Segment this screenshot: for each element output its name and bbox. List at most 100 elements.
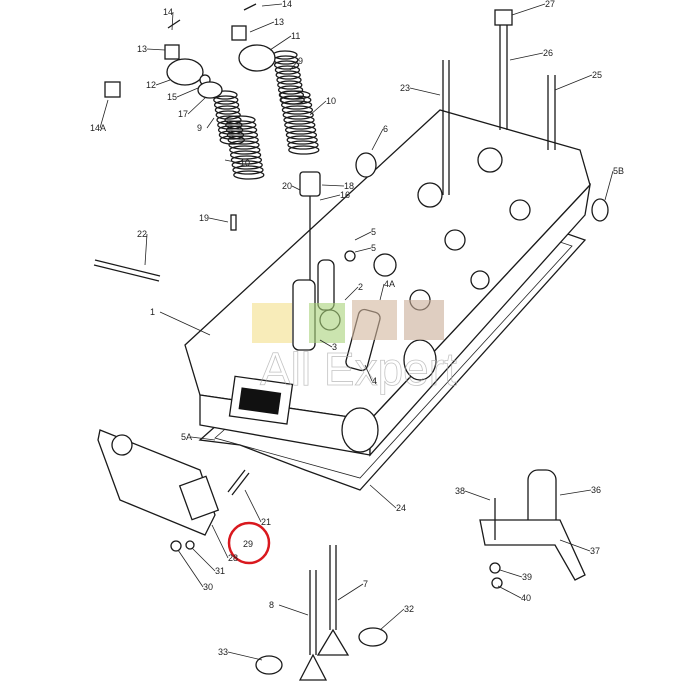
leader-line <box>409 87 441 96</box>
leader-line <box>369 484 397 509</box>
leader-line <box>511 3 546 16</box>
leader-line <box>159 311 211 336</box>
leader-line <box>354 231 372 241</box>
spring-coil <box>231 160 263 170</box>
leader-line <box>227 651 263 661</box>
leader-line <box>309 100 327 116</box>
leader-line <box>224 159 241 164</box>
leader-line <box>249 21 275 33</box>
part-label-14: 14 <box>163 7 173 17</box>
spring-coil <box>287 140 319 150</box>
part-label-18: 18 <box>344 181 354 191</box>
spring-coil <box>284 125 317 135</box>
spring-coil <box>288 145 320 155</box>
part-label-24: 24 <box>396 503 406 513</box>
leader-line <box>190 436 216 441</box>
part-label-10: 10 <box>240 158 250 168</box>
leader-line <box>337 583 364 601</box>
leader-line <box>208 217 229 223</box>
leader-line <box>191 547 216 572</box>
spring-coil <box>213 95 239 105</box>
part-label-5B: 5B <box>613 166 624 176</box>
leader-line <box>364 364 373 382</box>
spring-coil <box>280 100 313 110</box>
spring-coil <box>228 140 260 150</box>
leader-line <box>278 604 309 616</box>
leader-line <box>289 60 299 71</box>
part-label-25: 25 <box>592 70 602 80</box>
part-label-13: 13 <box>137 44 147 54</box>
leader-line <box>211 524 229 559</box>
part-label-13: 13 <box>274 17 284 27</box>
spring-coil <box>218 130 245 140</box>
leader-line <box>291 185 301 191</box>
leader-line <box>176 87 199 98</box>
part-label-22: 22 <box>137 229 147 239</box>
spring-coil <box>281 105 314 115</box>
spring-coil <box>216 115 242 125</box>
leader-line <box>244 489 262 523</box>
watermark: All Expert <box>252 300 457 395</box>
spring-coil <box>230 155 263 165</box>
leader-line <box>146 48 166 51</box>
part-label-14A: 14A <box>90 123 106 133</box>
spring-coil <box>215 110 241 120</box>
spring-coil <box>282 110 314 120</box>
part-label-40: 40 <box>521 593 531 603</box>
part-label-30: 30 <box>203 582 213 592</box>
part-label-36: 36 <box>591 485 601 495</box>
leader-line <box>371 128 384 151</box>
leader-line <box>187 97 206 115</box>
spring-coil <box>214 105 241 115</box>
leader-line <box>379 608 405 631</box>
part-label-12: 12 <box>146 80 156 90</box>
spring-coil <box>225 120 257 130</box>
spring-coil <box>229 150 262 160</box>
leader-line <box>344 286 359 301</box>
leader-line <box>99 99 109 129</box>
spring-coil <box>224 115 256 125</box>
leader-line <box>559 489 592 496</box>
part-label-2: 2 <box>358 282 363 292</box>
spring-coil <box>213 100 240 110</box>
valves <box>255 545 388 681</box>
spring-coil <box>284 120 316 130</box>
spring-coil <box>226 130 259 140</box>
watermark-text: All Expert <box>260 343 457 395</box>
spring-coil <box>283 115 315 125</box>
leader-line <box>509 52 544 61</box>
spring-coil <box>286 135 318 145</box>
spring-coil <box>277 85 304 95</box>
part-label-20: 20 <box>282 181 292 191</box>
part-label-16: 16 <box>340 190 350 200</box>
part-label-1: 1 <box>150 307 155 317</box>
leader-line <box>319 339 333 348</box>
leader-line <box>559 539 591 552</box>
leader-line <box>177 549 204 588</box>
part-label-9: 9 <box>197 123 202 133</box>
part-label-6: 6 <box>383 124 388 134</box>
part-label-26: 26 <box>543 48 553 58</box>
leader-line <box>206 117 215 129</box>
part-label-17: 17 <box>178 109 188 119</box>
leader-line <box>269 35 292 51</box>
leader-line <box>464 490 491 501</box>
studs <box>93 9 609 496</box>
part-label-8: 8 <box>269 600 274 610</box>
spring-coil <box>275 70 301 80</box>
part-label-21: 21 <box>261 517 271 527</box>
part-label-23: 23 <box>400 83 410 93</box>
spring-coil <box>233 170 265 180</box>
leader-line <box>319 194 341 201</box>
spring-coil <box>227 135 259 145</box>
side-cover-plate <box>97 429 220 552</box>
part-label-39: 39 <box>522 572 532 582</box>
thermostat-bracket <box>479 469 586 589</box>
leader-line <box>171 11 174 31</box>
spring-coil <box>280 95 312 105</box>
leader-line <box>354 247 372 253</box>
spring-coil <box>279 90 311 100</box>
